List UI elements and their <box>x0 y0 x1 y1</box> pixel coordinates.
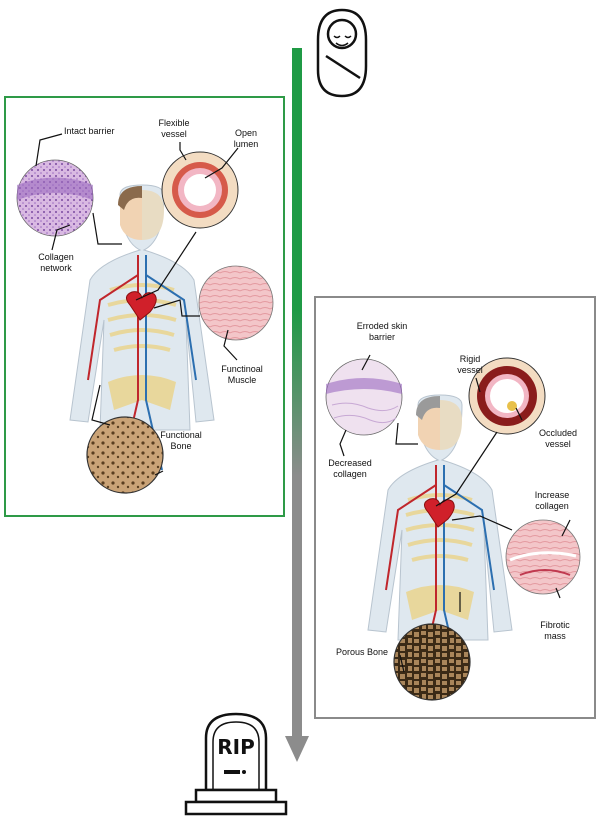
young-skin-histology <box>17 160 93 236</box>
label-open-lumen: Open lumen <box>226 128 266 150</box>
label-decreased-collagen: Decreased collagen <box>318 458 382 480</box>
label-functional-muscle: Functinoal Muscle <box>212 364 272 386</box>
label-eroded-skin-barrier: Erroded skin barrier <box>348 321 416 343</box>
label-rigid-vessel: Rigid vessel <box>450 354 490 376</box>
tombstone-icon <box>186 714 286 814</box>
young-bone-histology <box>87 417 163 493</box>
label-increase-collagen: Increase collagen <box>520 490 584 512</box>
label-functional-bone: Functional Bone <box>156 430 206 452</box>
label-porous-bone: Porous Bone <box>336 647 388 658</box>
old-skin-histology <box>326 359 402 435</box>
label-intact-barrier: Intact barrier <box>64 126 115 137</box>
young-muscle-histology <box>199 266 273 340</box>
label-collagen-network: Collagen network <box>28 252 84 274</box>
tombstone-text: RIP <box>212 736 260 758</box>
label-occluded-vessel: Occluded vessel <box>530 428 586 450</box>
timeline-bar <box>285 48 309 762</box>
old-muscle-histology <box>506 520 580 594</box>
label-fibrotic-mass: Fibrotic mass <box>530 620 580 642</box>
old-bone-histology <box>394 624 470 700</box>
baby-icon <box>318 10 366 96</box>
young-vessel-crosssection <box>162 152 238 228</box>
label-flexible-vessel: Flexible vessel <box>152 118 196 140</box>
